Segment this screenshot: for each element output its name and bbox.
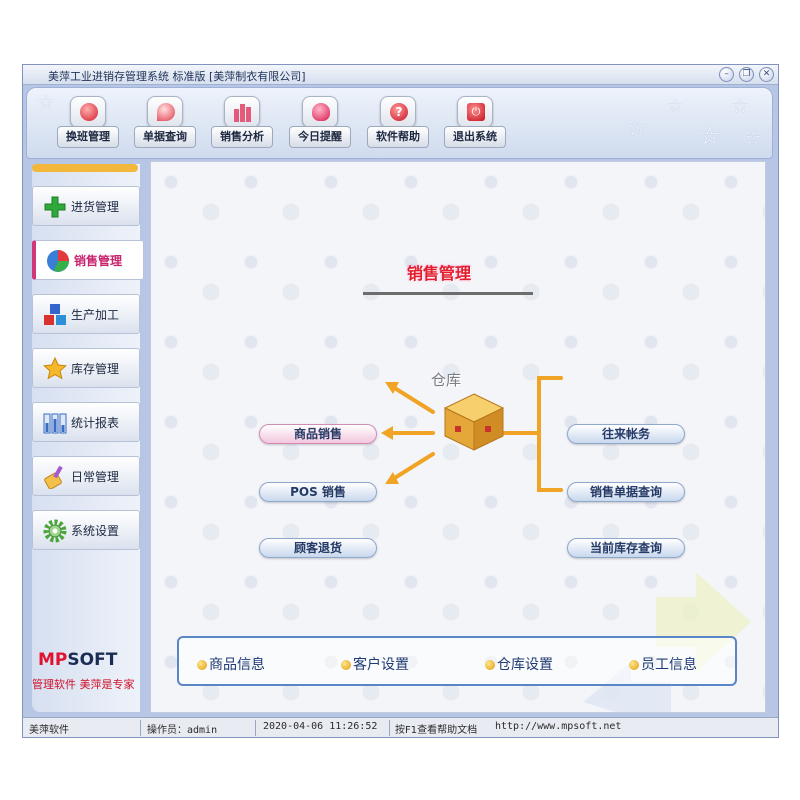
star-decoration: ☆	[745, 128, 762, 149]
shift-management-button[interactable]: 换班管理	[57, 96, 119, 152]
accounts-button[interactable]: 往来帐务	[567, 424, 685, 444]
status-datetime: 2020-04-06 11:26:52	[263, 721, 378, 732]
sidebar-item-label: 库存管理	[71, 362, 120, 376]
star-decoration: ☆	[627, 116, 647, 141]
flow-arrows	[381, 376, 563, 492]
toolbar-button-label: 换班管理	[57, 126, 119, 148]
star-icon	[43, 357, 67, 380]
broom-icon	[44, 465, 63, 489]
bullet-icon	[629, 660, 639, 670]
logo-mp: MP	[38, 650, 68, 670]
power-icon: ⏻	[457, 96, 493, 128]
link-label: 客户设置	[353, 657, 409, 673]
pie-chart-icon	[47, 250, 69, 272]
status-help-hint: 按F1查看帮助文档	[395, 725, 478, 736]
warehouse-settings-link[interactable]: 仓库设置	[485, 654, 553, 674]
logo-slogan: 管理软件 美萍是专家	[32, 678, 135, 691]
employee-info-link[interactable]: 员工信息	[629, 654, 697, 674]
sidebar-item-production[interactable]: 生产加工	[32, 294, 140, 334]
plus-icon	[44, 196, 66, 218]
report-icon	[43, 413, 67, 434]
customer-return-button[interactable]: 顾客退货	[259, 538, 377, 558]
sidebar-item-settings[interactable]: 系统设置	[32, 510, 140, 550]
star-decoration: ☆	[667, 96, 684, 117]
window-title: 美萍工业进销存管理系统 标准版 [美萍制衣有限公司]	[48, 70, 306, 83]
status-operator: 操作员：admin	[147, 725, 218, 736]
toolbar-button-label: 软件帮助	[367, 126, 429, 148]
star-decoration: ☆	[699, 122, 721, 150]
sales-analysis-button[interactable]: 销售分析	[211, 96, 273, 152]
status-bar: 美萍软件 操作员：admin 2020-04-06 11:26:52 按F1查看…	[23, 717, 778, 737]
cubes-icon	[44, 304, 66, 325]
main-panel: 销售管理 仓库 商品销售 POS 销售 顾	[150, 161, 766, 713]
warehouse-box-icon	[443, 393, 505, 451]
status-divider	[255, 720, 256, 736]
status-divider	[389, 720, 390, 736]
sidebar-accent-bar	[32, 164, 138, 172]
sidebar-item-label: 进货管理	[71, 200, 120, 214]
help-icon: ?	[380, 96, 416, 128]
sidebar-item-purchase[interactable]: 进货管理	[32, 186, 140, 226]
bullet-icon	[197, 660, 207, 670]
bullet-icon	[485, 660, 495, 670]
title-divider	[363, 292, 533, 295]
restore-button[interactable]: ❐	[739, 67, 754, 82]
quick-links-bar: 商品信息 客户设置 仓库设置 员工信息	[177, 636, 737, 686]
sidebar-item-label: 生产加工	[71, 308, 120, 322]
toolbar-button-label: 销售分析	[211, 126, 273, 148]
people-icon	[70, 96, 106, 128]
title-bar: 美萍工业进销存管理系统 标准版 [美萍制衣有限公司] – ❐ ✕	[23, 65, 778, 85]
toolbar-button-label: 单据查询	[134, 126, 196, 148]
gear-icon	[43, 519, 67, 543]
sidebar-item-label: 统计报表	[71, 416, 120, 430]
sales-document-query-button[interactable]: 销售单据查询	[567, 482, 685, 502]
toolbar: ☆ ☆ ☆ ☆ ☆ ☆ 换班管理 单据查询 销售分析 今日提醒 ? 软件	[26, 87, 773, 159]
section-title: 销售管理	[407, 264, 472, 283]
toolbar-button-label: 今日提醒	[289, 126, 351, 148]
bar-chart-icon	[224, 96, 260, 128]
logo-soft: SOFT	[67, 650, 118, 670]
minimize-button[interactable]: –	[719, 67, 734, 82]
star-decoration: ☆	[37, 90, 55, 114]
sidebar-item-label: 系统设置	[71, 524, 120, 538]
document-query-button[interactable]: 单据查询	[134, 96, 196, 152]
bell-icon	[302, 96, 338, 128]
bullet-icon	[341, 660, 351, 670]
app-window: 美萍工业进销存管理系统 标准版 [美萍制衣有限公司] – ❐ ✕ ☆ ☆ ☆ ☆…	[22, 64, 779, 738]
sidebar-item-reports[interactable]: 统计报表	[32, 402, 140, 442]
sidebar-item-inventory[interactable]: 库存管理	[32, 348, 140, 388]
today-reminder-button[interactable]: 今日提醒	[289, 96, 351, 152]
status-website: http://www.mpsoft.net	[495, 721, 622, 732]
sidebar-item-label: 销售管理	[74, 254, 123, 268]
product-sales-button[interactable]: 商品销售	[259, 424, 377, 444]
magnifier-icon	[147, 96, 183, 128]
link-label: 员工信息	[641, 657, 697, 673]
link-label: 商品信息	[209, 657, 265, 673]
current-stock-query-button[interactable]: 当前库存查询	[567, 538, 685, 558]
close-button[interactable]: ✕	[759, 67, 774, 82]
star-decoration: ☆	[731, 94, 749, 118]
toolbar-button-label: 退出系统	[444, 126, 506, 148]
exit-system-button[interactable]: ⏻ 退出系统	[444, 96, 506, 152]
link-label: 仓库设置	[497, 657, 553, 673]
sidebar-item-daily[interactable]: 日常管理	[32, 456, 140, 496]
sidebar: 进货管理 销售管理 生产加工 库存管理 统计报表 日常管理 系统设置 MPSOF…	[32, 164, 144, 712]
pos-sales-button[interactable]: POS 销售	[259, 482, 377, 502]
product-info-link[interactable]: 商品信息	[197, 654, 265, 674]
software-help-button[interactable]: ? 软件帮助	[367, 96, 429, 152]
sidebar-item-sales[interactable]: 销售管理	[32, 240, 144, 280]
customer-settings-link[interactable]: 客户设置	[341, 654, 409, 674]
status-app-name: 美萍软件	[29, 725, 69, 736]
sidebar-item-label: 日常管理	[71, 470, 120, 484]
mpsoft-logo: MPSOFT	[38, 650, 117, 670]
status-divider	[140, 720, 141, 736]
warehouse-label: 仓库	[431, 371, 462, 389]
